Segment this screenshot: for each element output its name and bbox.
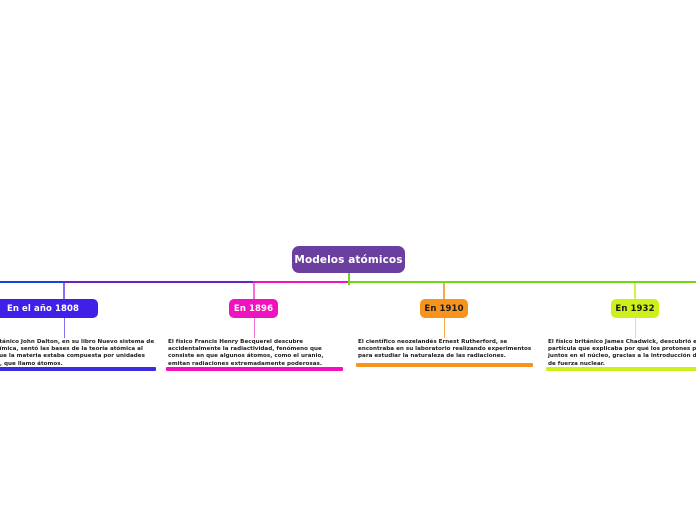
trunk-segment-green — [348, 281, 696, 283]
root-stem — [348, 273, 350, 285]
branch-stem-1808 — [63, 283, 65, 300]
branch-badge-label-1932: En 1932 — [615, 303, 655, 314]
branch-text-1910: El científico neozelandés Ernest Rutherf… — [358, 339, 532, 360]
branch-badge-1896[interactable]: En 1896 — [229, 299, 278, 318]
branch-text-1932: El físico británico James Chadwick, desc… — [548, 339, 696, 367]
trunk-segment-blue — [0, 281, 64, 283]
branch-stem-1932 — [634, 283, 636, 300]
root-node-label: Modelos atómicos — [294, 253, 403, 266]
branch-underline-1932 — [546, 367, 696, 371]
trunk-segment-purple — [63, 281, 254, 283]
root-node[interactable]: Modelos atómicos — [292, 246, 405, 273]
branch-badge-1932[interactable]: En 1932 — [611, 299, 659, 318]
branch-stem-1910 — [443, 283, 445, 300]
branch-lower-stem-1910 — [443, 318, 445, 338]
branch-badge-label-1808: En el año 1808 — [6, 303, 80, 314]
branch-lower-stem-1932 — [634, 318, 636, 338]
branch-badge-1808[interactable]: En el año 1808 — [0, 299, 98, 318]
branch-badge-label-1910: En 1910 — [424, 303, 464, 314]
branch-underline-1896 — [166, 367, 343, 371]
branch-stem-1896 — [253, 283, 255, 300]
branch-underline-1808 — [0, 367, 156, 371]
branch-text-1896: El físico Francis Henry Becquerel descub… — [168, 339, 324, 367]
branch-underline-1910 — [356, 363, 533, 367]
branch-lower-stem-1808 — [63, 318, 65, 338]
trunk-segment-magenta — [253, 281, 349, 283]
branch-badge-1910[interactable]: En 1910 — [420, 299, 468, 318]
branch-text-1808: El físico británico John Dalton, en su l… — [0, 339, 155, 367]
branch-badge-label-1896: En 1896 — [233, 303, 274, 314]
branch-lower-stem-1896 — [253, 318, 255, 338]
